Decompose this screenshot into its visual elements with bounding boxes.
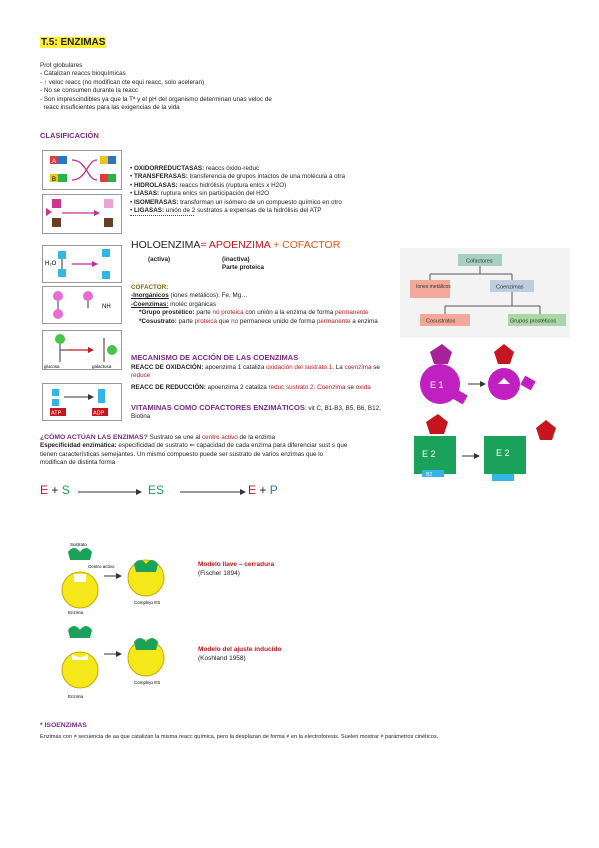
- label-glucosa: glucosa: [44, 364, 60, 369]
- label-adp: ADP: [93, 411, 105, 417]
- b2-label: B2: [426, 472, 432, 478]
- enzima-label: Enzima: [68, 610, 84, 615]
- reaction-arrows: [78, 489, 246, 495]
- holoenzima-active-label: (activa): [148, 256, 171, 263]
- label-nh: NH: [102, 304, 111, 310]
- model-llave: Modelo llave – cerradura (Fischer 1894): [198, 560, 274, 578]
- tree-root: Cofactores: [466, 259, 493, 265]
- cofactor-term: COFACTOR: [282, 239, 341, 251]
- ligasa-diagram: ATP ADP: [42, 383, 122, 421]
- como-actuan-block: ¿CÓMO ACTÚAN LAS ENZIMAS? Sustrato se un…: [40, 434, 348, 467]
- enzyme-models-diagram: Sustrato Centro activo Enzima Complejo E…: [61, 542, 165, 699]
- label-a: A: [52, 159, 56, 165]
- intro-heading: Prot globulares: [40, 62, 83, 69]
- tree-right: Coenzimas: [496, 285, 524, 291]
- cofactor-tree-diagram: Cofactores Iones metálicos Coenzimas Cos…: [400, 248, 570, 338]
- label-h2o: H₂O: [45, 261, 57, 267]
- model-ajuste: Modelo del ajuste inducido (Koshland 195…: [198, 645, 281, 663]
- mecanismo-heading: MECANISMO DE ACCIÓN DE LAS COENZIMAS: [131, 353, 299, 362]
- centro-label: Centro activo: [88, 564, 115, 569]
- intro-line: - ↑ veloc reacc (no modifican cte equi r…: [40, 78, 205, 86]
- complejo-label: Complejo ES: [134, 600, 160, 605]
- label-atp: ATP: [51, 411, 62, 417]
- complejo-label-2: Complejo ES: [134, 680, 160, 685]
- coenzyme-mechanism-diagram: E 1 E 2 B2 E 2: [414, 344, 556, 481]
- mecanismo-block: REACC DE OXIDACIÓN: apoenzima 1 cataliza…: [131, 364, 380, 391]
- list-item: • ISOMERASAS: transforman un isómero de …: [130, 198, 342, 206]
- apoenzima-proteic-label: Parte proteica: [222, 264, 264, 271]
- list-item: • OXIDORREDUCTASAS: reaccs óxido-reduc: [130, 165, 260, 172]
- tree-ll: Cosustratos: [426, 319, 456, 325]
- intro-line: - Son imprescindibles ya que la Tª y el …: [40, 95, 272, 103]
- clasificacion-heading: CLASIFICACIÓN: [40, 131, 99, 140]
- e2-label: E 2: [422, 449, 436, 459]
- isoenzimas-desc: Enzimas con ≠ secuencia de aa que catali…: [40, 734, 439, 740]
- hidrolasa-diagram: H₂O: [42, 245, 122, 283]
- apoenzima-inactive-label: (inactiva): [222, 256, 250, 263]
- tree-lr: Grupos prostéticos: [510, 319, 556, 325]
- holoenzima-term: HOLOENZIMA: [131, 239, 201, 251]
- reaction-equation: E + S: [40, 483, 70, 497]
- model-ajuste-title: Modelo del ajuste inducido: [198, 646, 282, 653]
- model-llave-title: Modelo llave – cerradura: [198, 561, 275, 568]
- intro-line: - Catalizan reaccs bioquímicas: [40, 70, 126, 78]
- label-galactosa: galactosa: [92, 364, 112, 369]
- page-title: T.5: ENZIMAS: [40, 37, 107, 48]
- vitaminas-block: VITAMINAS COMO COFACTORES ENZIMÁTICOS: v…: [131, 403, 381, 421]
- cofactor-heading: COFACTOR:: [131, 284, 169, 291]
- como-question: ¿CÓMO ACTÚAN LAS ENZIMAS?: [40, 434, 148, 441]
- vitaminas-heading: VITAMINAS COMO COFACTORES ENZIMÁTICOS: [131, 403, 305, 412]
- intro-line: reacc insuficientes para las exigencias …: [40, 104, 180, 112]
- liasa-diagram: NH: [42, 286, 122, 324]
- transferasa-diagram: [42, 194, 122, 234]
- divider: [130, 215, 194, 217]
- model-ajuste-sub: (Koshland 1958): [198, 655, 246, 662]
- es-complex-term: ES: [148, 483, 165, 497]
- intro-line: - No se consumen durante la reacc: [40, 87, 139, 95]
- products-term: E + P: [248, 483, 278, 497]
- intro-block: Prot globulares - Catalizan reaccs bioqu…: [40, 62, 272, 112]
- sustrato-label: Sustrato: [70, 542, 87, 547]
- isomerasa-diagram: glucosa galactosa: [42, 330, 122, 370]
- list-item: • HIDROLASAS: reaccs hidrólisis (ruptura…: [130, 181, 287, 189]
- tree-left: Iones metálicos: [416, 284, 451, 290]
- model-llave-sub: (Fischer 1894): [198, 570, 240, 577]
- e1-label: E 1: [430, 380, 444, 390]
- list-item: • TRANSFERASAS: transferencia de grupos …: [130, 173, 346, 181]
- oxidorreductasa-diagram: A B: [42, 150, 122, 190]
- label-b: B: [52, 177, 56, 183]
- clasificacion-list: • OXIDORREDUCTASAS: reaccs óxido-reduc •…: [130, 165, 346, 217]
- e2-label-after: E 2: [496, 448, 510, 458]
- apoenzima-term: APOENZIMA: [208, 239, 271, 251]
- holoenzima-equation: HOLOENZIMA= APOENZIMA + COFACTOR: [131, 239, 341, 251]
- cofactor-block: COFACTOR: -Inorgánicos (iones metálicos)…: [131, 284, 378, 325]
- enzima-label-2: Enzima: [68, 694, 84, 699]
- list-item: • LIASAS: ruptura enlcs sin participació…: [130, 190, 270, 198]
- isoenzimas-heading: * ISOENZIMAS: [40, 722, 87, 729]
- list-item: • LIGASAS: unión de 2 sustratos a expens…: [130, 207, 322, 215]
